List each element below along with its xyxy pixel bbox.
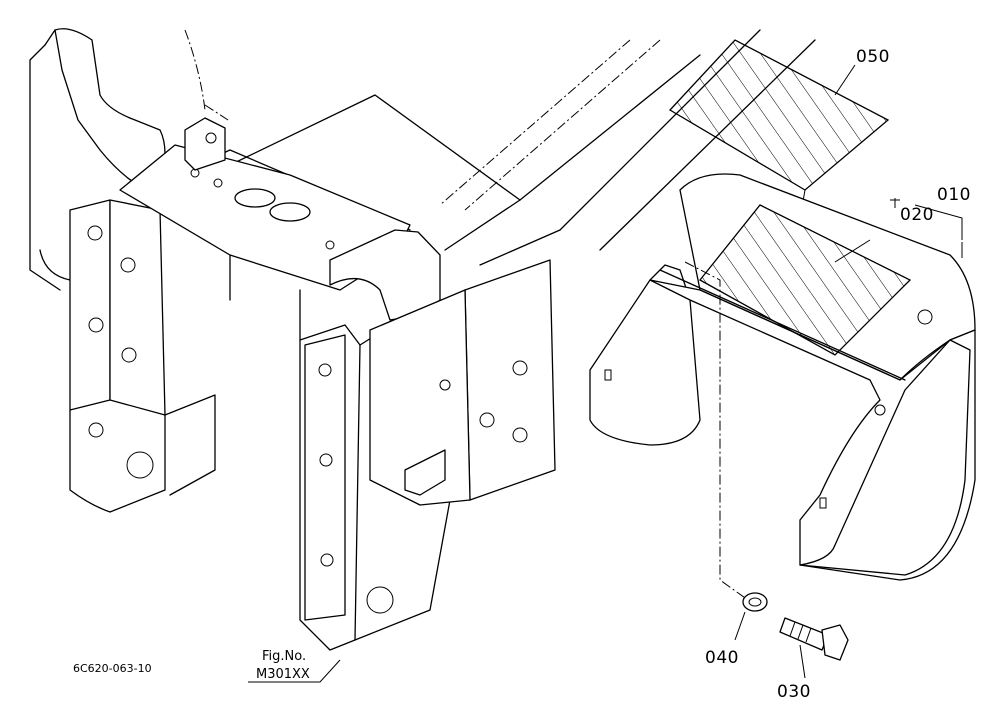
leader-010 [890,198,963,240]
lock-washer-040 [742,592,768,612]
drawing-code: 6C620-063-10 [73,662,152,675]
bolt-030 [779,617,849,661]
leader-fig [248,659,341,683]
callout-040: 040 [705,648,739,668]
leader-050 [834,64,856,96]
step-bracket-010 [589,173,976,581]
leader-020 [834,239,871,263]
bolt-leader [684,261,749,601]
figure-label: Fig.No. [262,649,306,664]
callout-010: 010 [937,185,971,205]
leader-030 [799,644,806,679]
loader-frame [29,28,816,651]
callout-050: 050 [856,47,890,67]
callout-020: 020 [900,205,934,225]
leader-040 [734,611,746,641]
figure-number: M301XX [256,667,310,682]
callout-030: 030 [777,682,811,702]
